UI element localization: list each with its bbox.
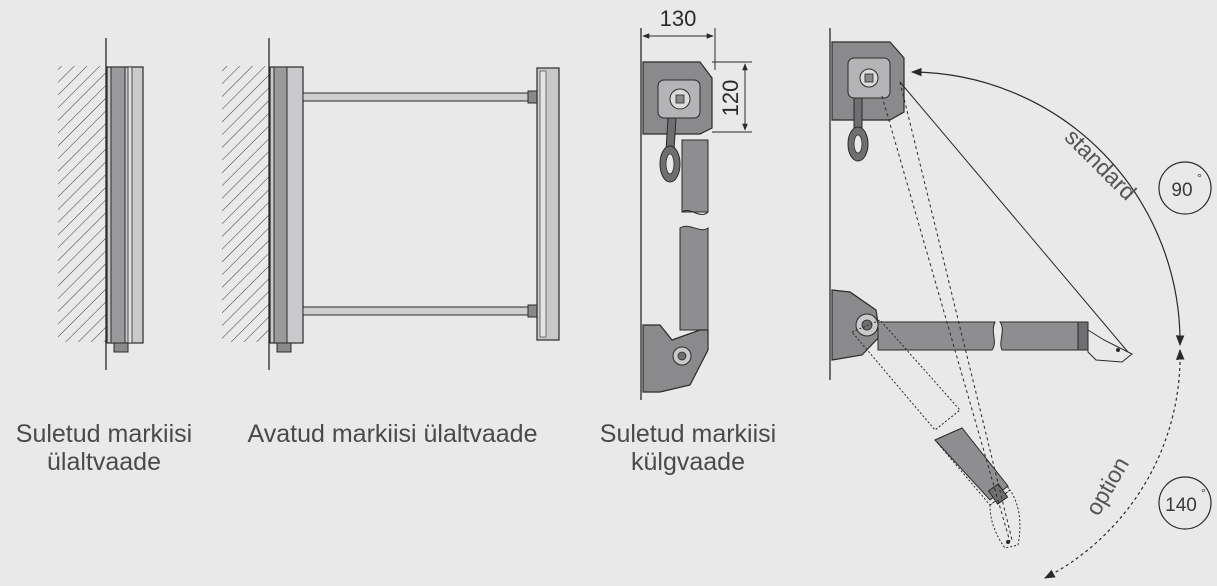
caption-closed-top-line1: Suletud markiisi bbox=[15, 420, 193, 448]
angle-badge-90 bbox=[1158, 161, 1212, 215]
height-dimension-label: 120 bbox=[718, 80, 743, 117]
angle-badge-140 bbox=[1158, 476, 1212, 530]
caption-closed-side: Suletud markiisi külgvaade bbox=[588, 420, 788, 476]
caption-open-top-line1: Avatud markiisi ülaltvaade bbox=[247, 420, 538, 448]
option-arc bbox=[1044, 348, 1185, 579]
pivot-square bbox=[864, 73, 874, 83]
option-hook-dot bbox=[1006, 540, 1010, 544]
caption-closed-side-line1: Suletud markiisi bbox=[599, 420, 777, 448]
arm-horizontal-outer bbox=[999, 321, 1079, 351]
projection-line-standard bbox=[899, 81, 1129, 353]
end-cap bbox=[113, 342, 129, 353]
standard-label: standard bbox=[1060, 124, 1142, 206]
angle-140-unit: ° bbox=[1201, 486, 1206, 500]
standard-arc bbox=[910, 67, 1185, 347]
shoulder-pivot-center bbox=[861, 319, 873, 331]
arm-option-outline bbox=[851, 319, 1021, 549]
wall-hatch bbox=[222, 66, 269, 342]
width-dimension-label: 130 bbox=[660, 6, 697, 31]
projection-line-option-2 bbox=[881, 95, 1011, 543]
angle-90-unit: ° bbox=[1197, 171, 1202, 185]
closed-side-view bbox=[640, 28, 752, 400]
cassette-front-strip bbox=[273, 66, 288, 344]
hook-dot bbox=[1116, 348, 1120, 352]
cassette-front-strip bbox=[110, 66, 126, 344]
front-profile-highlight bbox=[539, 70, 547, 338]
cassette-inner-strip bbox=[127, 66, 133, 344]
arm-rod-top bbox=[302, 92, 534, 102]
end-cap bbox=[276, 342, 292, 353]
arm-angle-view bbox=[829, 28, 1212, 579]
crank-shaft bbox=[665, 117, 677, 151]
front-bar-hook bbox=[1087, 329, 1133, 363]
break-line bbox=[681, 210, 709, 216]
angle-140-value: 140 bbox=[1165, 495, 1197, 516]
wall-hatch bbox=[58, 66, 106, 342]
caption-closed-side-line2: külgvaade bbox=[631, 448, 745, 476]
crank-eye-hole bbox=[853, 134, 863, 154]
arm-tube-upper bbox=[681, 139, 709, 213]
shoulder-pivot-center bbox=[677, 351, 687, 361]
caption-closed-top-line2: ülaltvaade bbox=[47, 448, 161, 476]
option-label: option bbox=[1080, 452, 1134, 519]
arm-tube-lower bbox=[679, 225, 709, 331]
arm-end-cap bbox=[1077, 321, 1089, 351]
arm-rod-bottom bbox=[302, 306, 534, 316]
arm-horizontal-inner bbox=[877, 321, 996, 351]
angle-90-value: 90 bbox=[1171, 180, 1192, 201]
caption-open-top: Avatud markiisi ülaltvaade bbox=[235, 420, 550, 448]
pivot-square bbox=[675, 94, 685, 104]
crank-eye-hole bbox=[665, 153, 675, 175]
open-top-view bbox=[222, 38, 560, 370]
crank-shaft bbox=[853, 97, 863, 129]
closed-top-view bbox=[58, 38, 144, 370]
arm-option-end bbox=[987, 483, 1009, 505]
arm-option-outer bbox=[934, 427, 1009, 501]
caption-closed-top: Suletud markiisi ülaltvaade bbox=[4, 420, 204, 476]
